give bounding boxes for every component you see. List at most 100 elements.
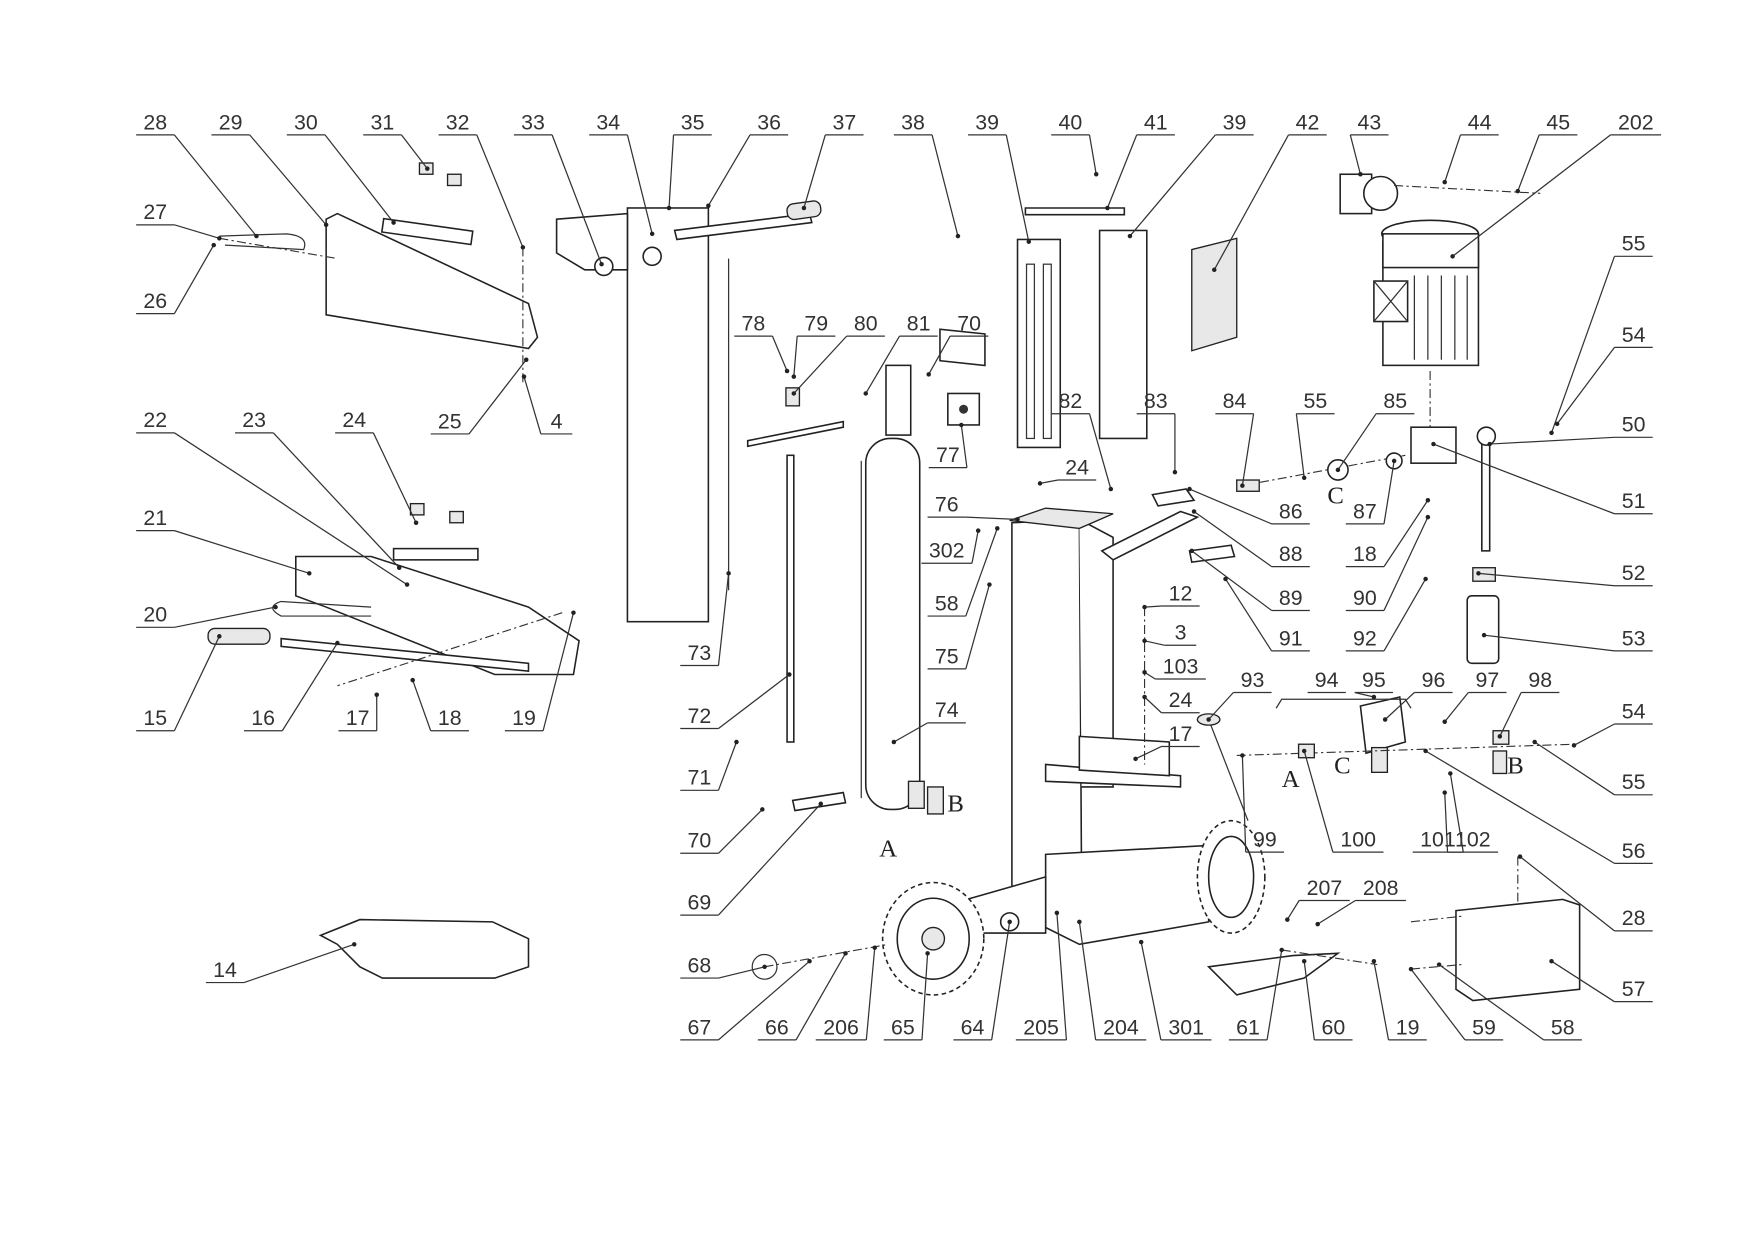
leader-dot xyxy=(955,233,961,239)
leader-dot xyxy=(1391,458,1397,464)
leader-dot xyxy=(987,582,992,587)
part-number-label: 98 xyxy=(1528,668,1552,692)
leader-dot xyxy=(995,526,1000,531)
leader-line xyxy=(1266,949,1283,1040)
part-callout-55: 55 xyxy=(1549,232,1653,436)
leader-line xyxy=(718,960,810,1041)
leader-dot xyxy=(571,610,576,615)
part-callout-86: 86 xyxy=(1187,486,1310,525)
leader-dot xyxy=(1442,179,1447,185)
leader-dot xyxy=(1142,670,1147,675)
leader-dot xyxy=(872,945,877,950)
part-number-label: 92 xyxy=(1353,626,1377,650)
leader-line xyxy=(991,921,1011,1040)
leader-line xyxy=(324,134,395,223)
leader-line xyxy=(1144,696,1162,714)
part-callout-70: 70 xyxy=(680,807,765,854)
part-number-label: 73 xyxy=(688,641,712,665)
part-callout-39: 39 xyxy=(1127,110,1254,239)
leader-dot xyxy=(1450,254,1455,259)
part-callout-40: 40 xyxy=(1051,110,1099,177)
part-callout-206: 206 xyxy=(815,945,877,1041)
part-number-label: 207 xyxy=(1307,876,1343,900)
leader-dot xyxy=(1015,517,1020,522)
part-callout-51: 51 xyxy=(1431,441,1653,515)
leader-line xyxy=(1135,745,1162,760)
leader-line xyxy=(1551,960,1615,1003)
part-guide-42 xyxy=(1191,237,1238,352)
part-callout-85: 85 xyxy=(1335,389,1415,473)
part-tray-29 xyxy=(325,212,539,350)
part-number-label: 83 xyxy=(1144,389,1168,413)
part-number-label: 301 xyxy=(1168,1015,1204,1039)
part-lever-37 xyxy=(673,212,813,241)
leader-dot xyxy=(1172,469,1178,475)
leader-line xyxy=(1193,511,1272,568)
leader-line xyxy=(1449,773,1464,853)
part-callout-91: 91 xyxy=(1223,576,1310,652)
leader-dot xyxy=(1093,172,1099,177)
part-number-label: 24 xyxy=(1065,455,1089,479)
leader-line xyxy=(551,134,603,265)
part-callout-70: 70 xyxy=(926,312,989,377)
part-callout-54: 54 xyxy=(1554,323,1653,427)
part-number-label: 53 xyxy=(1622,626,1646,650)
leader-line xyxy=(1144,640,1165,646)
connection-letter-C: C xyxy=(1334,752,1350,779)
leader-line xyxy=(174,432,408,586)
leader-dot xyxy=(425,166,430,171)
leader-dot xyxy=(1371,694,1377,700)
leader-dot xyxy=(1301,958,1307,964)
leader-dot xyxy=(1481,632,1487,638)
leader-dot xyxy=(1191,509,1197,514)
leader-line xyxy=(960,424,968,468)
part-callout-59: 59 xyxy=(1408,966,1504,1041)
leader-line xyxy=(718,803,822,916)
part-number-label: 3 xyxy=(1175,621,1187,645)
part-callout-35: 35 xyxy=(666,110,712,211)
leader-dot xyxy=(273,604,278,610)
part-callout-89: 89 xyxy=(1189,548,1310,612)
part-number-label: 36 xyxy=(757,110,781,134)
leader-dot xyxy=(1448,771,1453,776)
part-callout-38: 38 xyxy=(893,110,961,239)
part-number-label: 32 xyxy=(446,110,470,134)
part-tray-21 xyxy=(294,555,580,676)
part-callout-101: 101 xyxy=(1412,771,1464,853)
part-rod-16 xyxy=(280,637,530,673)
part-guide-39a xyxy=(1016,238,1062,449)
part-callout-96: 96 xyxy=(1382,668,1453,722)
part-number-label: 38 xyxy=(901,110,925,134)
leader-line xyxy=(1078,921,1097,1040)
leader-dot xyxy=(1301,748,1307,754)
leader-dot xyxy=(975,528,981,533)
part-callout-4: 4 xyxy=(521,374,573,435)
part-callout-24: 24 xyxy=(1037,455,1097,486)
part-number-label: 30 xyxy=(294,110,318,134)
part-callout-32: 32 xyxy=(438,110,526,250)
leader-line xyxy=(771,335,788,372)
part-number-label: 35 xyxy=(681,110,705,134)
part-callout-79: 79 xyxy=(791,312,836,379)
leader-line xyxy=(626,134,653,234)
leader-line xyxy=(1534,741,1615,796)
part-callout-88: 88 xyxy=(1191,509,1310,568)
leader-dot xyxy=(1442,719,1447,724)
leader-line xyxy=(1383,460,1395,524)
part-callout-68: 68 xyxy=(680,953,767,979)
leader-line xyxy=(1295,413,1305,478)
leader-dot xyxy=(1382,717,1388,722)
part-number-label: 69 xyxy=(688,890,712,914)
part-number-label: 54 xyxy=(1622,699,1646,723)
leader-line xyxy=(965,516,1018,521)
part-callout-17: 17 xyxy=(338,692,379,732)
part-callout-56: 56 xyxy=(1423,748,1653,865)
leader-dot xyxy=(807,958,812,964)
leader-line xyxy=(1039,479,1059,485)
part-callout-26: 26 xyxy=(136,242,216,315)
leader-dot xyxy=(818,801,824,807)
leader-line xyxy=(173,134,257,237)
part-number-label: 202 xyxy=(1618,110,1654,134)
leader-dot xyxy=(863,391,869,396)
part-switch-43 xyxy=(1339,173,1399,215)
